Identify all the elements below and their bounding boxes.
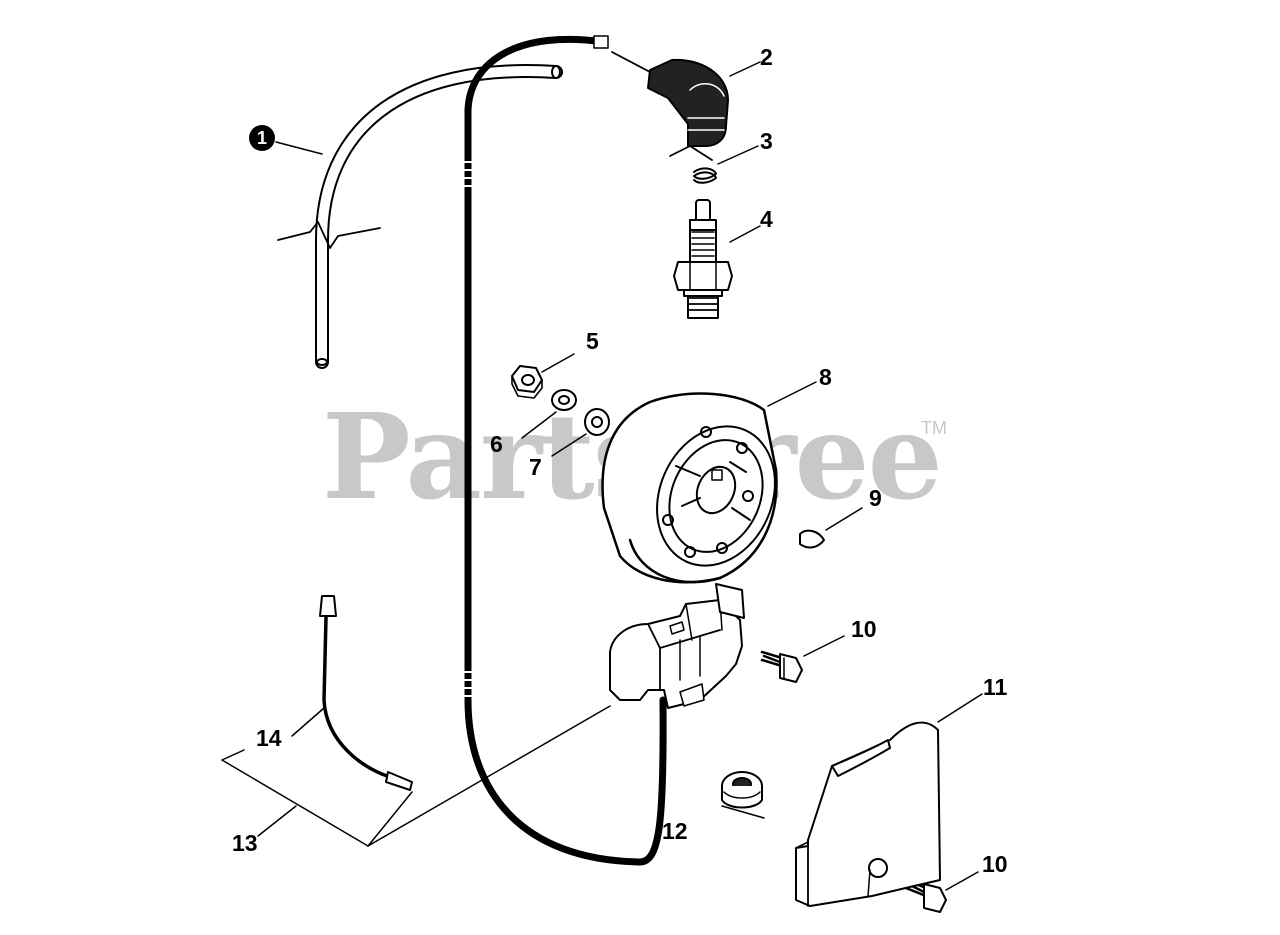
- callout-10-lower: 10: [982, 851, 1008, 877]
- callout-12: 12: [662, 818, 688, 844]
- trademark-symbol: TM: [921, 418, 947, 438]
- callout-5: 5: [586, 328, 599, 354]
- callout-3: 3: [760, 128, 773, 154]
- part-14-ground-wire[interactable]: [319, 595, 413, 791]
- part-12-grommet[interactable]: [721, 771, 763, 809]
- callout-11: 11: [983, 674, 1008, 700]
- callout-8: 8: [819, 364, 832, 390]
- part-1-tube[interactable]: [277, 64, 563, 369]
- part-11-cover[interactable]: [795, 721, 941, 907]
- leader-lines: [221, 61, 983, 891]
- callout-2: 2: [760, 44, 773, 70]
- callout-9: 9: [869, 485, 882, 511]
- part-7-washer[interactable]: [584, 408, 610, 436]
- ignition-coil[interactable]: [609, 583, 745, 709]
- part-4-spark-plug[interactable]: [673, 199, 733, 319]
- callout-7: 7: [529, 454, 542, 480]
- ignition-lead[interactable]: [460, 35, 667, 866]
- part-10-bolt-upper[interactable]: [760, 650, 803, 683]
- callout-1: 1: [249, 125, 275, 151]
- part-2-plug-boot[interactable]: [611, 51, 729, 147]
- part-9-key[interactable]: [799, 529, 825, 549]
- callout-13: 13: [232, 830, 258, 856]
- callout-6: 6: [490, 431, 503, 457]
- part-5-nut[interactable]: [511, 365, 543, 399]
- callout-4: 4: [760, 206, 773, 232]
- part-8-flywheel[interactable]: [601, 392, 797, 585]
- part-6-washer[interactable]: [551, 389, 577, 411]
- part-3-spring[interactable]: [669, 145, 717, 184]
- callout-14: 14: [256, 725, 282, 751]
- callout-10-upper: 10: [851, 616, 877, 642]
